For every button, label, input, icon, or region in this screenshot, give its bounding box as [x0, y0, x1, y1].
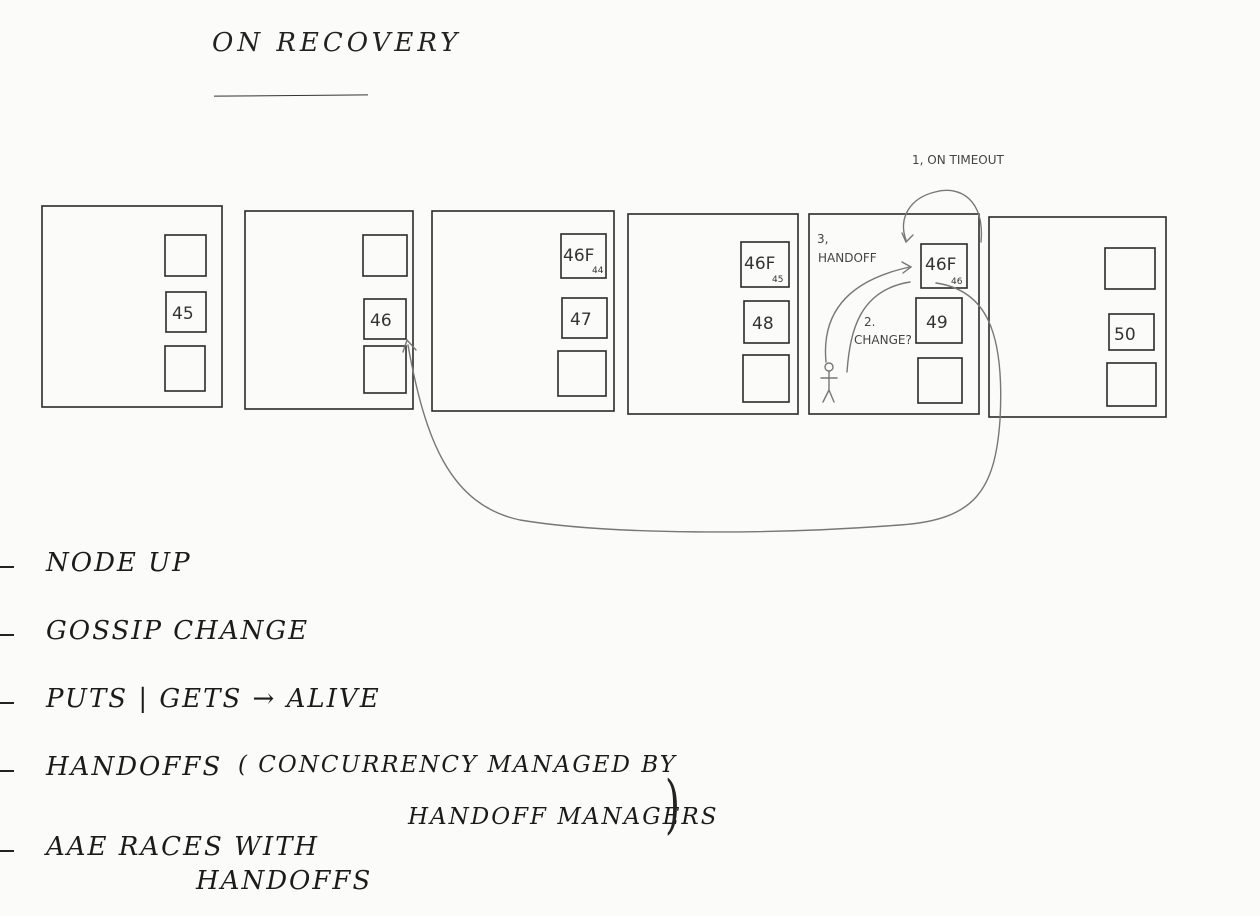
- node-box-4: [627, 213, 799, 415]
- vnode-slot: [557, 350, 607, 397]
- annotation-change: CHANGE?: [854, 333, 912, 347]
- vnode-slot: [743, 300, 790, 344]
- vnode-slot: [740, 241, 790, 288]
- arrow-head: [901, 232, 914, 244]
- vnode-slot: [560, 233, 607, 279]
- vnode-slot: [1108, 313, 1155, 351]
- timeout-loop-arrow: [902, 189, 983, 243]
- vnode-label-50: 50: [1114, 325, 1136, 345]
- node-box-2: [244, 210, 414, 410]
- bullet-handoff-managers: HANDOFF MANAGERS: [408, 804, 719, 830]
- annotation-step2-number: 2.: [864, 315, 875, 329]
- vnode-label-49: 49: [926, 313, 948, 333]
- vnode-label-46f: 46F: [563, 246, 594, 266]
- node-box-5: [808, 213, 980, 415]
- vnode-slot: [917, 357, 963, 404]
- change-arrow: [846, 281, 911, 373]
- bullet-concurrency-note: ( CONCURRENCY MANAGED BY: [238, 752, 677, 778]
- vnode-sub-label: 45: [772, 275, 783, 285]
- bullet-aae-races: AAE RACES WITH: [46, 832, 320, 862]
- vnode-slot: [1106, 362, 1157, 407]
- vnode-slot: [915, 297, 963, 344]
- bullet-handoffs: HANDOFFS: [46, 752, 223, 782]
- bullet-aae-handoffs: HANDOFFS: [196, 866, 373, 896]
- bullet-dash: [0, 850, 14, 852]
- person-icon: [824, 362, 834, 372]
- handoff-return-arrow: [407, 282, 1002, 533]
- bullet-dash: [0, 770, 14, 772]
- node-box-3: [431, 210, 615, 412]
- bullet-node-up: NODE UP: [46, 548, 192, 578]
- annotation-step3-number: 3,: [817, 232, 828, 246]
- vnode-slot: [1104, 247, 1156, 290]
- arrow-head: [901, 261, 913, 274]
- vnode-slot: [742, 354, 790, 403]
- bullet-gossip-change: GOSSIP CHANGE: [46, 616, 310, 646]
- vnode-label-46f: 46F: [744, 254, 775, 274]
- bullet-puts-gets: PUTS | GETS → ALIVE: [46, 684, 381, 714]
- closing-parenthesis: ): [664, 768, 680, 842]
- node-box-6: [988, 216, 1167, 418]
- vnode-label-46f: 46F: [925, 255, 956, 275]
- vnode-slot: [363, 345, 407, 394]
- node-box-1: [41, 205, 223, 408]
- vnode-label-47: 47: [570, 310, 592, 330]
- vnode-label-46: 46: [370, 311, 392, 331]
- vnode-slot: [164, 234, 207, 277]
- vnode-label-48: 48: [752, 314, 774, 334]
- person-icon-body: [820, 370, 838, 403]
- vnode-slot: [561, 297, 608, 339]
- bullet-dash: [0, 634, 14, 636]
- vnode-sub-label: 44: [592, 266, 604, 276]
- annotation-handoff: HANDOFF: [818, 251, 877, 265]
- vnode-slot: [363, 298, 407, 340]
- vnode-sub-label: 46: [951, 277, 963, 287]
- vnode-slot: [920, 243, 968, 289]
- vnode-slot: [164, 345, 206, 392]
- vnode-label-45: 45: [172, 304, 194, 324]
- annotation-on-timeout: 1, ON TIMEOUT: [912, 153, 1005, 167]
- bullet-dash: [0, 566, 14, 568]
- vnode-slot: [362, 234, 408, 277]
- vnode-slot: [165, 291, 207, 333]
- bullet-dash: [0, 702, 14, 704]
- handoff-arrow: [824, 266, 911, 363]
- page-title: ON RECOVERY: [212, 28, 462, 58]
- arrow-head: [402, 338, 417, 353]
